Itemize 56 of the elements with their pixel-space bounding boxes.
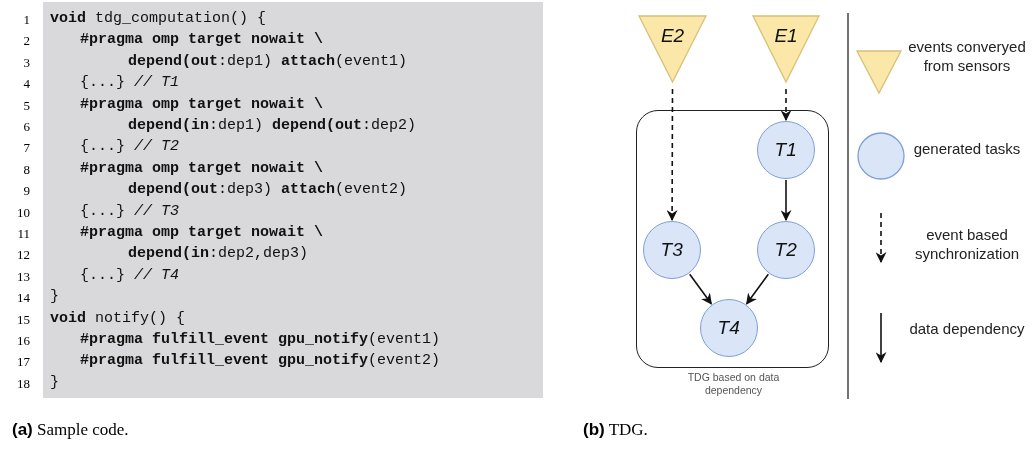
group-caption: TDG based on data dependency	[687, 371, 780, 398]
line-number: 18	[16, 375, 30, 392]
line-number: 15	[16, 311, 30, 328]
node-label: E1	[773, 25, 799, 47]
code-line: depend(out:dep1) attach(event1)	[128, 52, 408, 70]
code-line: void tdg_computation() {	[50, 10, 267, 27]
code-line: depend(out:dep3) attach(event2)	[128, 181, 408, 199]
line-number: 8	[22, 161, 30, 178]
line-number: 3	[22, 54, 30, 71]
arrow	[688, 273, 713, 305]
code-line: #pragma fulfill_event gpu_notify(event1)	[80, 331, 441, 348]
line-number: 16	[16, 333, 30, 349]
code-line: #pragma omp target nowait \	[80, 95, 324, 113]
legend-label: data dependency	[908, 320, 1026, 339]
line-number: 5	[22, 97, 30, 114]
arrow	[745, 273, 770, 305]
arrow	[780, 88, 792, 122]
line-number: 9	[22, 183, 30, 200]
arrow	[666, 88, 678, 222]
code-line: #pragma fulfill_event gpu_notify(event2)	[80, 352, 441, 370]
line-number: 13	[16, 268, 30, 285]
task-circle: T4	[699, 298, 758, 357]
task-circle: T1	[756, 120, 815, 179]
line-number: 7	[22, 140, 30, 157]
legend-label: events converyed from sensors	[907, 38, 1027, 76]
line-number: 17	[16, 354, 30, 371]
code-line: #pragma omp target nowait \	[80, 159, 324, 177]
code-line: void notify() {	[50, 309, 186, 327]
legend-label: generated tasks	[912, 140, 1022, 159]
line-number: 11	[16, 226, 30, 242]
arrow	[780, 179, 792, 222]
node-label: E2	[659, 25, 686, 47]
event-triangle	[752, 15, 820, 83]
line-number: 12	[16, 247, 30, 264]
code-line: {...} // T2	[80, 138, 180, 156]
caption: (b) TDG.	[583, 420, 648, 440]
code-line: {...} // T3	[80, 202, 180, 220]
task-circle: T2	[756, 220, 815, 279]
code-line: }	[50, 373, 59, 391]
code-line: {...} // T1	[80, 74, 180, 92]
legend-label: event based synchronization	[913, 226, 1021, 264]
code-line: #pragma omp target nowait \	[80, 224, 324, 241]
line-number: 2	[22, 33, 30, 50]
event-triangle	[638, 15, 707, 83]
code-line: depend(in:dep1) depend(out:dep2)	[128, 117, 417, 134]
caption: (a) Sample code.	[12, 420, 129, 440]
line-number: 1	[22, 12, 30, 28]
code-line: }	[50, 288, 59, 306]
task-circle: T3	[642, 220, 701, 279]
code-line: #pragma omp target nowait \	[80, 31, 324, 49]
line-number: 6	[22, 119, 30, 135]
line-number: 10	[16, 204, 30, 221]
code-line: {...} // T4	[80, 266, 180, 284]
code-line: depend(in:dep2,dep3)	[128, 245, 309, 263]
line-number: 14	[16, 290, 30, 307]
line-number: 4	[22, 76, 30, 93]
